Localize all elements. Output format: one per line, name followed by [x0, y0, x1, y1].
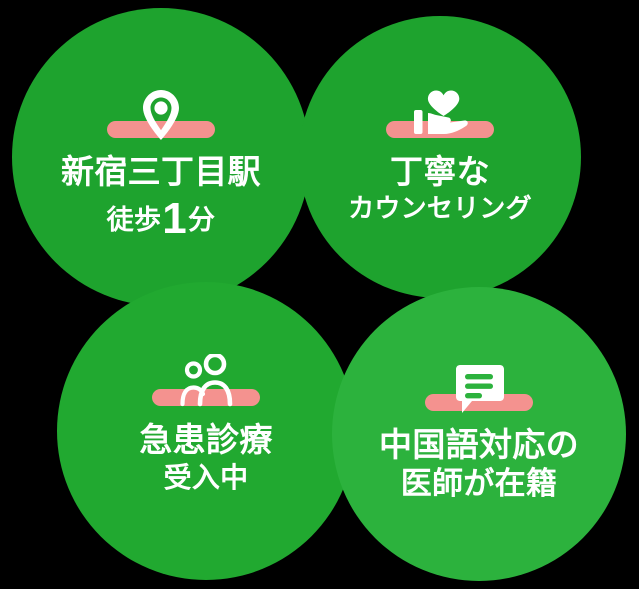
badge-urgent-care[interactable]: 急患診療 受入中	[57, 282, 355, 580]
badge-station-line1: 新宿三丁目駅	[61, 153, 261, 190]
accent-bar	[425, 394, 533, 411]
badge-chinese-support-line2: 医師が在籍	[400, 465, 558, 501]
hand-holding-heart-icon	[386, 86, 494, 144]
icon-plate-station	[107, 86, 215, 144]
accent-bar	[107, 121, 215, 138]
badge-station[interactable]: 新宿三丁目駅 徒歩1分	[12, 8, 310, 306]
badge-counseling[interactable]: 丁寧な カウンセリング	[299, 16, 581, 298]
badge-urgent-care-line1: 急患診療	[139, 421, 273, 458]
map-pin-icon	[107, 86, 215, 144]
badge-counseling-line1: 丁寧な	[390, 153, 490, 190]
badge-counseling-line2: カウンセリング	[348, 192, 532, 223]
badge-chinese-support[interactable]: 中国語対応の 医師が在籍	[332, 287, 626, 581]
badge-station-line2: 徒歩1分	[107, 194, 216, 243]
badge-chinese-support-line1: 中国語対応の	[379, 426, 579, 463]
icon-plate-chinese-support	[425, 359, 533, 417]
badge-station-minutes: 1	[162, 193, 188, 243]
accent-bar	[152, 389, 260, 406]
badge-station-minutes-unit: 分	[188, 204, 216, 235]
icon-plate-counseling	[386, 86, 494, 144]
badge-urgent-care-line2: 受入中	[163, 461, 249, 493]
badge-station-walk-label: 徒歩	[106, 204, 162, 235]
two-people-icon	[152, 354, 260, 412]
speech-bubble-icon	[425, 359, 533, 417]
icon-plate-urgent-care	[152, 354, 260, 412]
